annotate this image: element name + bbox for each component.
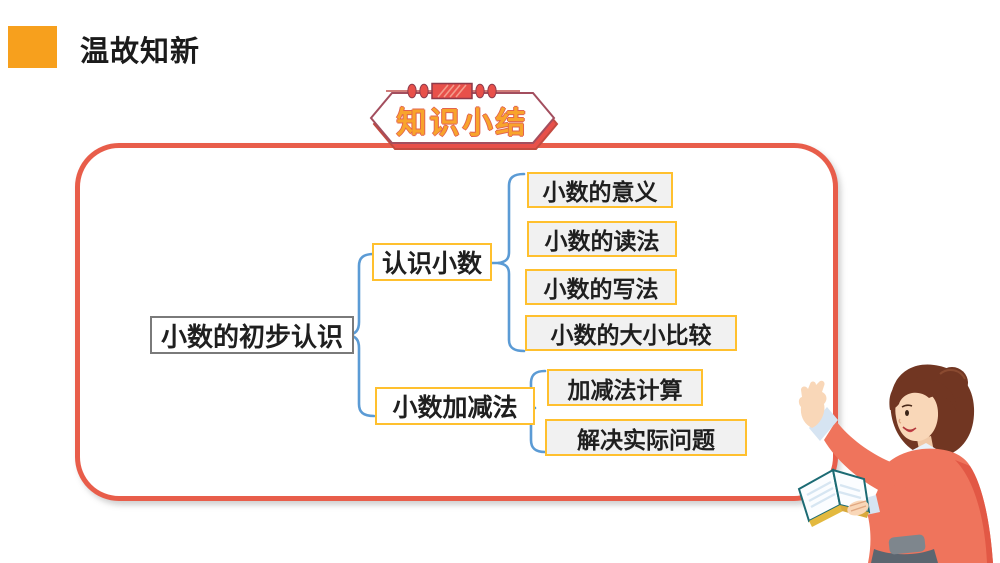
knowledge-summary-banner: 知识小结 xyxy=(360,76,565,154)
banner-hexagon-icon xyxy=(369,82,559,150)
teacher-illustration xyxy=(797,364,993,563)
tree-branch-xiaoshu-jiajianfa: 小数加减法 xyxy=(375,387,535,425)
tree-leaf-jisuan: 加减法计算 xyxy=(547,369,703,406)
orange-square-bullet-icon xyxy=(8,26,57,68)
tree-leaf-yiyi: 小数的意义 xyxy=(527,172,673,208)
slide-title: 温故知新 xyxy=(80,34,201,68)
banner-ornament-icon xyxy=(386,82,520,100)
tree-leaf-daxiao-bijiao: 小数的大小比较 xyxy=(525,315,737,351)
tree-leaf-jiejue-wenti: 解决实际问题 xyxy=(545,419,747,456)
tree-root-node: 小数的初步认识 xyxy=(150,316,354,354)
tree-branch-renshi-xiaoshu: 认识小数 xyxy=(372,243,492,281)
open-book-icon xyxy=(797,468,871,527)
tree-leaf-dufa: 小数的读法 xyxy=(527,221,677,257)
tree-leaf-xiefa: 小数的写法 xyxy=(525,269,677,305)
banner-label: 知识小结 xyxy=(396,106,529,141)
